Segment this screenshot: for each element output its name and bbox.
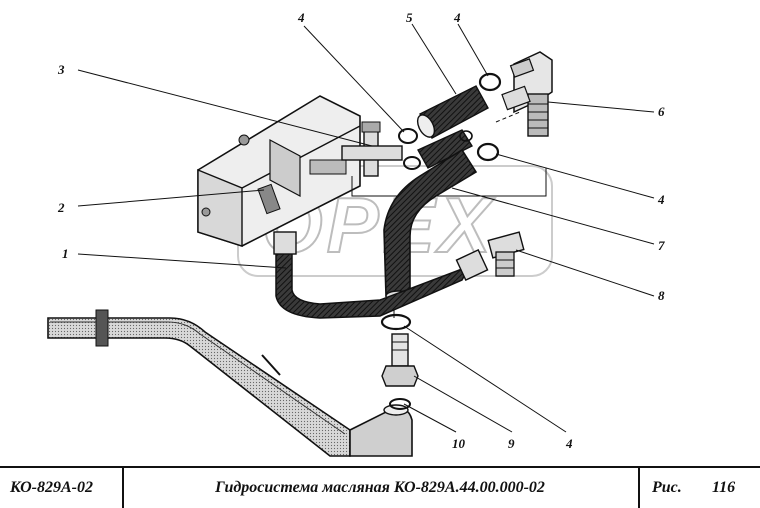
callout-7: 7 [658, 238, 665, 253]
drawing-title: Гидросистема масляная КО-829А.44.00.000-… [215, 479, 545, 496]
clamp-upper [398, 128, 421, 170]
fitting-6 [501, 51, 553, 137]
divider-right [638, 468, 640, 508]
hose-short [417, 129, 474, 169]
callout-9: 9 [508, 436, 515, 451]
callout-4-bottom: 4 [565, 436, 573, 451]
callout-1: 1 [62, 246, 69, 261]
callout-3: 3 [57, 62, 65, 77]
callout-10: 10 [452, 436, 466, 451]
leader-lines [77, 23, 655, 433]
callout-4-top-left: 4 [297, 10, 305, 25]
callout-5: 5 [406, 10, 413, 25]
divider-left [122, 468, 124, 508]
tee-8 [487, 231, 525, 277]
lower-fitting [380, 313, 419, 410]
callout-2: 2 [57, 200, 65, 215]
hose-1 [273, 231, 489, 319]
callout-4-top-right: 4 [453, 10, 461, 25]
valve-block [197, 95, 361, 247]
model-code: КО-829А-02 [10, 479, 93, 496]
hose-5 [416, 85, 489, 139]
callout-8: 8 [658, 288, 665, 303]
clamp-mid [476, 142, 500, 162]
title-block: КО-829А-02 Гидросистема масляная КО-829А… [0, 466, 760, 508]
long-pipe [47, 309, 413, 457]
figure-label: Рис. [652, 479, 682, 496]
figure-number: 116 [712, 479, 736, 496]
clamp-small [459, 130, 473, 142]
clamp-top [478, 72, 502, 92]
callout-6: 6 [658, 104, 665, 119]
callout-4-right: 4 [657, 192, 665, 207]
